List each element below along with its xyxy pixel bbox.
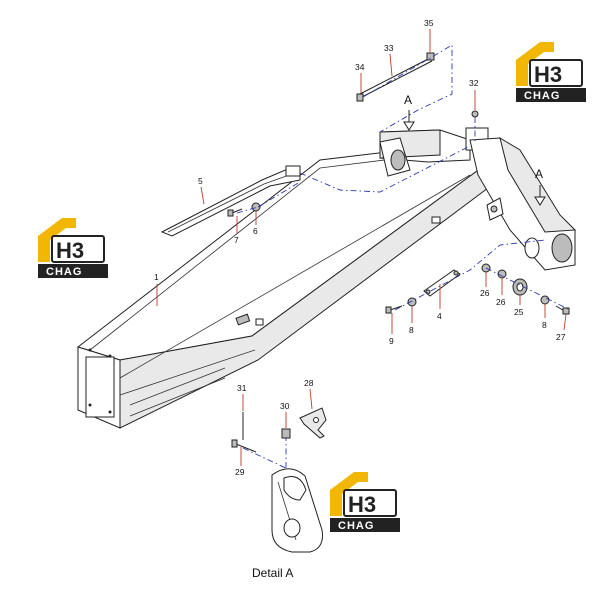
brand-logo-bottom: H3 CHAG: [330, 472, 400, 532]
svg-text:6: 6: [253, 226, 258, 236]
svg-text:32: 32: [469, 78, 479, 88]
svg-text:9: 9: [389, 336, 394, 346]
washer-26-b: [497, 269, 507, 279]
bolt-part-29: [235, 443, 257, 453]
svg-text:30: 30: [280, 401, 290, 411]
pin-part-30: [281, 428, 291, 439]
svg-text:34: 34: [355, 62, 365, 72]
callout-34: 34: [355, 62, 365, 93]
callout-9: 9: [389, 313, 394, 346]
brand-logo-top-right: H3 CHAG: [516, 42, 586, 102]
svg-text:8: 8: [409, 325, 414, 335]
callout-1: 1: [154, 272, 159, 306]
bar-part-4: [423, 269, 461, 297]
washer-8-right: [540, 295, 550, 305]
callout-26-a: 26: [480, 272, 490, 298]
callout-31: 31: [237, 383, 247, 411]
boom-part-1: [76, 141, 493, 429]
callout-29: 29: [235, 447, 245, 477]
callout-33: 33: [384, 43, 394, 77]
logo-name: CHAG: [338, 520, 374, 532]
bolt-27: [555, 305, 570, 315]
logo-name: CHAG: [524, 90, 560, 102]
svg-text:29: 29: [235, 467, 245, 477]
callout-35: 35: [424, 18, 434, 52]
svg-text:25: 25: [514, 307, 524, 317]
latch-part-28: [299, 407, 327, 439]
svg-text:33: 33: [384, 43, 394, 53]
bolt-9: [385, 305, 403, 314]
view-letter-a: A: [535, 167, 543, 181]
detail-a-view: [231, 407, 327, 553]
fastener-7: [227, 208, 243, 217]
callout-32: 32: [469, 78, 479, 110]
callout-26-b: 26: [496, 278, 506, 307]
view-letter-a: A: [404, 93, 412, 107]
svg-text:26: 26: [480, 288, 490, 298]
svg-text:7: 7: [234, 235, 239, 245]
logo-mark: H3: [56, 238, 84, 263]
svg-text:35: 35: [424, 18, 434, 28]
callout-4: 4: [437, 284, 442, 321]
logo-mark: H3: [534, 62, 562, 87]
callout-5: 5: [198, 176, 205, 205]
grease-fitting-32: [471, 110, 479, 118]
svg-text:8: 8: [542, 320, 547, 330]
callout-25: 25: [514, 295, 524, 317]
callout-7: 7: [234, 216, 239, 245]
clip-34: [356, 93, 364, 102]
callout-30: 30: [280, 401, 290, 428]
logo-name: CHAG: [46, 266, 82, 278]
callout-6: 6: [253, 211, 258, 236]
angled-arm: [469, 136, 577, 271]
brand-logo-left: H3 CHAG: [38, 218, 108, 278]
pin-35: [426, 52, 435, 61]
callout-8-right: 8: [542, 304, 547, 330]
svg-text:4: 4: [437, 311, 442, 321]
nut-25: [512, 278, 528, 296]
rod-33: [359, 57, 433, 98]
svg-text:27: 27: [556, 332, 566, 342]
callout-8-left: 8: [409, 306, 414, 335]
view-marker-a-right: A: [534, 167, 546, 206]
logo-mark: H3: [348, 492, 376, 517]
detail-a-label: Detail A: [252, 566, 293, 580]
upper-pivot-bracket: [379, 127, 489, 177]
callout-27: 27: [556, 313, 567, 342]
callout-28: 28: [304, 378, 314, 410]
view-marker-a-upper: A: [403, 93, 415, 131]
svg-text:31: 31: [237, 383, 247, 393]
svg-text:26: 26: [496, 297, 506, 307]
svg-text:1: 1: [154, 272, 159, 282]
svg-text:5: 5: [198, 176, 203, 186]
svg-text:28: 28: [304, 378, 314, 388]
strap-part-5: [160, 165, 301, 237]
